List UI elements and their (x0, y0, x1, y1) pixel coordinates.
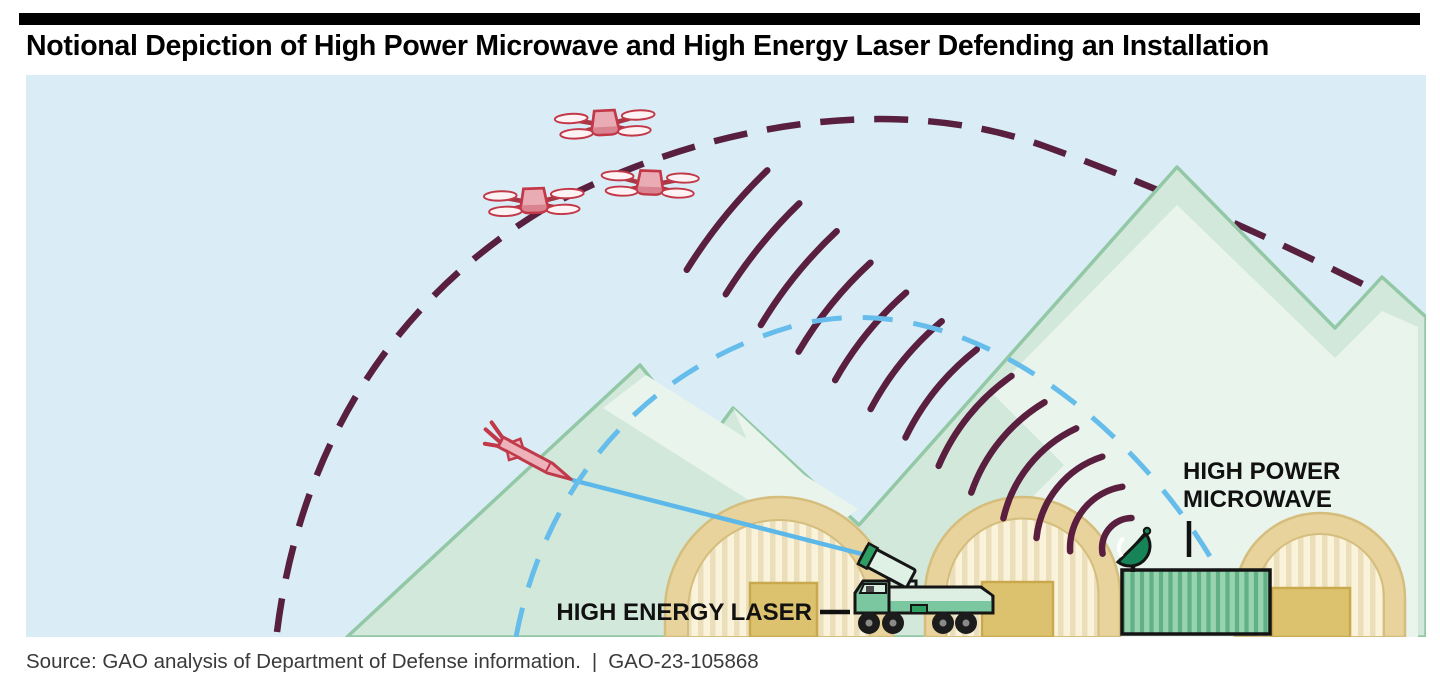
laser-beam (571, 477, 863, 557)
mountain-highlight-notch (733, 408, 817, 487)
shelter-door (1270, 586, 1352, 639)
title-top-rule (19, 13, 1420, 25)
label-high-power-microwave-line2: MICROWAVE (1183, 486, 1332, 513)
illustration-scene: HIGH ENERGY LASER HIGH POWER MICROWAVE (26, 75, 1428, 639)
microwave-container (1120, 568, 1272, 636)
cruise-missile (482, 420, 573, 481)
label-high-power-microwave-line1: HIGH POWER (1183, 458, 1340, 485)
microwave-range-arc (273, 115, 1420, 633)
laser-vehicle (853, 541, 995, 634)
source-divider: | (591, 650, 598, 673)
microwave-dish-icon (1115, 526, 1152, 572)
truck-coupling (910, 604, 928, 614)
laser-range-arc (513, 314, 1218, 638)
page-title: Notional Depiction of High Power Microwa… (26, 30, 1269, 62)
source-line: Source: GAO analysis of Department of De… (26, 650, 759, 674)
microwave-wave-arcs (683, 167, 1135, 557)
label-high-energy-laser: HIGH ENERGY LASER (556, 599, 812, 626)
source-text: Source: GAO analysis of Department of De… (26, 650, 581, 673)
laser-turret (856, 541, 917, 589)
report-number: GAO-23-105868 (608, 650, 759, 673)
shelter-door (748, 581, 819, 639)
aircraft-shelter-1 (663, 495, 895, 639)
truck-wheels (858, 612, 977, 634)
